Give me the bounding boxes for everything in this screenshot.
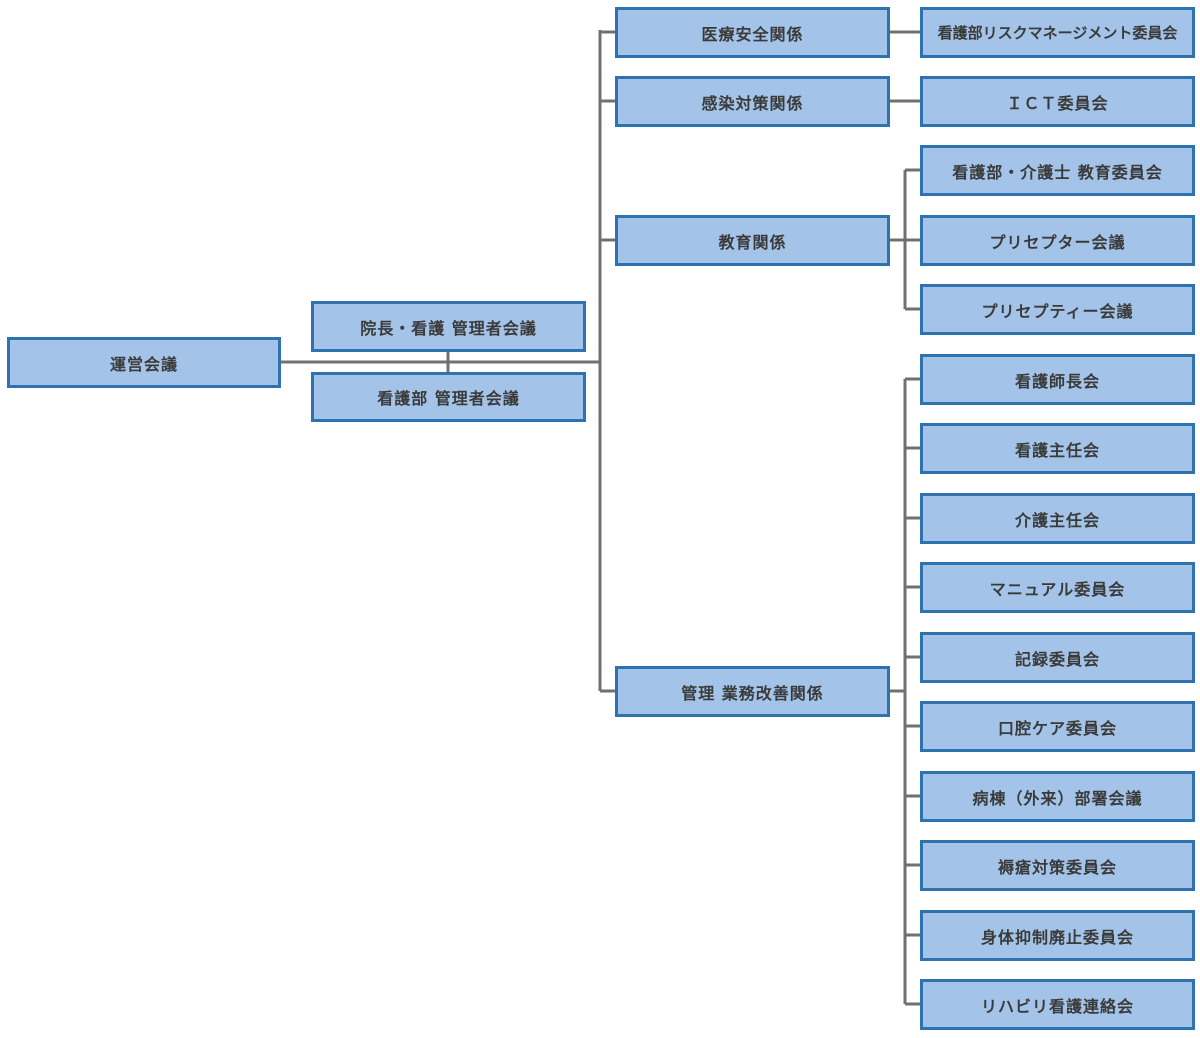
category-node-0: 医療安全関係 (615, 7, 890, 58)
category-node-2: 教育関係 (615, 215, 890, 266)
child-node-3-1: 看護主任会 (920, 423, 1195, 474)
child-node-3-0: 看護師長会 (920, 354, 1195, 405)
child-node-3-6: 病棟（外来）部署会議 (920, 771, 1195, 822)
child-node-1-0: ＩＣＴ委員会 (920, 76, 1195, 127)
root-node: 運営会議 (7, 337, 281, 388)
child-node-3-2: 介護主任会 (920, 493, 1195, 544)
child-node-2-1: プリセプター会議 (920, 215, 1195, 266)
child-node-3-4: 記録委員会 (920, 632, 1195, 683)
child-node-0-0: 看護部リスクマネージメント委員会 (920, 7, 1195, 58)
upper-meeting-node: 院長・看護 管理者会議 (311, 301, 586, 352)
child-node-2-0: 看護部・介護士 教育委員会 (920, 145, 1195, 196)
lower-meeting-node: 看護部 管理者会議 (311, 372, 586, 422)
child-node-3-9: リハビリ看護連絡会 (920, 979, 1195, 1030)
category-node-1: 感染対策関係 (615, 76, 890, 127)
child-node-2-2: プリセプティー会議 (920, 284, 1195, 335)
child-node-3-8: 身体抑制廃止委員会 (920, 910, 1195, 961)
child-node-3-3: マニュアル委員会 (920, 562, 1195, 613)
category-node-3: 管理 業務改善関係 (615, 666, 890, 717)
child-node-3-5: 口腔ケア委員会 (920, 701, 1195, 752)
child-node-3-7: 褥瘡対策委員会 (920, 840, 1195, 891)
